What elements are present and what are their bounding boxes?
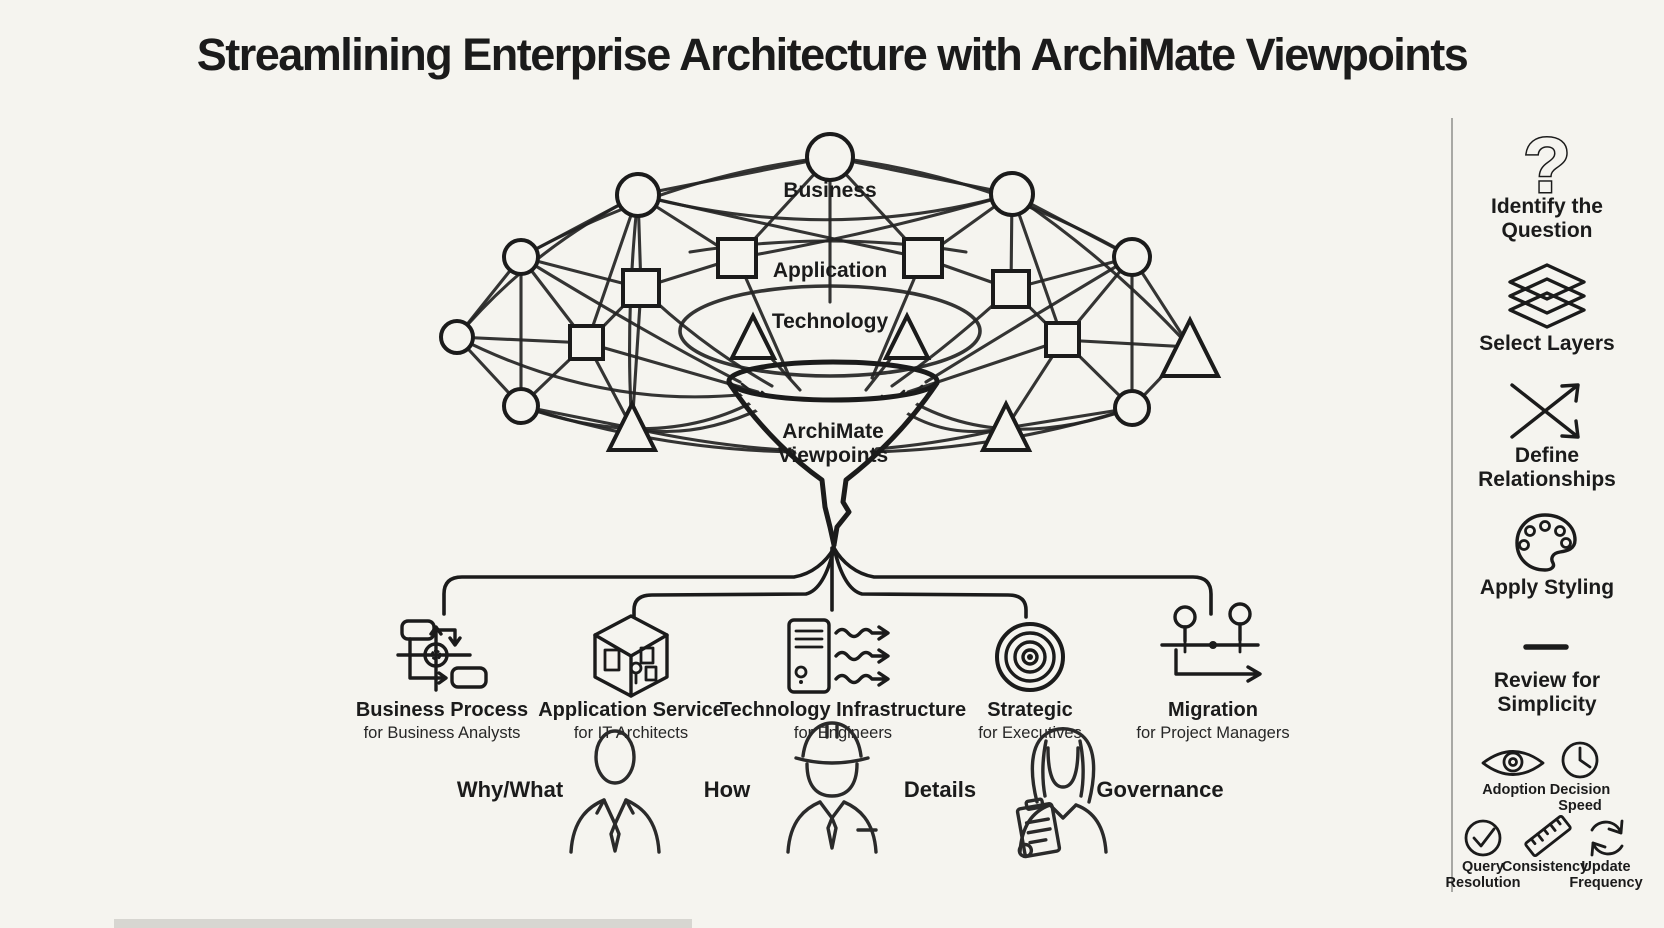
footer-bar	[114, 919, 692, 928]
funnel-right-side	[831, 380, 940, 548]
question-mark-icon: ?	[1523, 121, 1571, 209]
page-title: Streamlining Enterprise Architecture wit…	[197, 29, 1468, 80]
application-node	[716, 237, 758, 279]
funnel-left-side	[726, 380, 837, 548]
sidebar-steps: ? Identify the Question Select Layers De…	[1478, 120, 1616, 717]
clock-icon	[1561, 741, 1599, 779]
viewpoint-audience: for Project Managers	[1136, 724, 1289, 742]
clipboard	[1015, 797, 1062, 859]
branch-rails	[442, 546, 1213, 619]
persona-label-why-what: Why/What	[457, 777, 564, 802]
sidebar-metrics: Adoption Decision Speed Query Resolution…	[1446, 741, 1643, 891]
step-label: Define	[1515, 444, 1579, 467]
step-label: Review for	[1494, 669, 1600, 692]
metric-label: Update	[1581, 859, 1630, 875]
viewpoint-name: Strategic	[987, 699, 1073, 721]
eye-icon	[1481, 750, 1545, 776]
crossed-arrows-icon	[1510, 383, 1580, 439]
persona-label-governance: Governance	[1096, 777, 1223, 802]
cube-icon	[593, 614, 669, 698]
funnel-body	[729, 381, 937, 545]
viewpoint-name: Application Service	[538, 699, 724, 721]
metric-label: Decision	[1550, 782, 1610, 798]
viewpoint-name: Technology Infrastructure	[720, 699, 966, 721]
metric-label: Speed	[1558, 798, 1602, 814]
ruler-icon	[1524, 814, 1572, 858]
network-nodes	[439, 132, 1222, 452]
check-circle-icon	[1464, 819, 1502, 857]
engineer-person-icon	[786, 721, 878, 854]
step-label: Select Layers	[1479, 332, 1614, 355]
refresh-icon	[1590, 819, 1624, 857]
governance-person-icon	[1015, 727, 1108, 859]
funnel-label-line2: Viewpoints	[778, 444, 888, 467]
business-node	[805, 132, 855, 182]
metric-label: Frequency	[1569, 875, 1642, 891]
viewpoint-audience: for IT Architects	[574, 724, 688, 742]
viewpoint-audience: for Executives	[978, 724, 1082, 742]
technology-node	[728, 311, 778, 360]
step-label: Apply Styling	[1480, 576, 1614, 599]
metric-label: Resolution	[1446, 875, 1521, 891]
layers-icon	[1508, 263, 1586, 329]
metric-label: Query	[1462, 859, 1504, 875]
viewpoint-name: Migration	[1168, 699, 1258, 721]
persona-label-how: How	[704, 777, 751, 802]
dataflow-arrow-1	[834, 625, 890, 641]
layer-label-business: Business	[783, 179, 876, 202]
step-label: Simplicity	[1497, 693, 1597, 716]
layer-label-technology: Technology	[772, 310, 889, 333]
step-label: Question	[1501, 219, 1592, 242]
funnel-label-line1: ArchiMate	[782, 420, 884, 443]
roadmap-icon	[1160, 602, 1262, 683]
step-label: Relationships	[1478, 468, 1616, 491]
business-person-icon	[569, 729, 661, 854]
persona-label-details: Details	[904, 777, 976, 802]
target-icon	[995, 622, 1065, 692]
technology-ellipse	[678, 284, 982, 378]
step-label: Identify the	[1491, 195, 1603, 218]
layer-label-application: Application	[773, 259, 887, 282]
viewpoint-audience: for Business Analysts	[364, 724, 521, 742]
metric-label: Adoption	[1482, 782, 1546, 798]
server-icon	[787, 618, 890, 694]
flowchart-icon	[396, 619, 488, 692]
metric-label: Consistency	[1502, 859, 1588, 875]
palette-icon	[1515, 513, 1577, 572]
dataflow-arrow-3	[834, 671, 890, 687]
dataflow-arrow-2	[834, 648, 890, 664]
viewpoint-name: Business Process	[356, 699, 528, 721]
